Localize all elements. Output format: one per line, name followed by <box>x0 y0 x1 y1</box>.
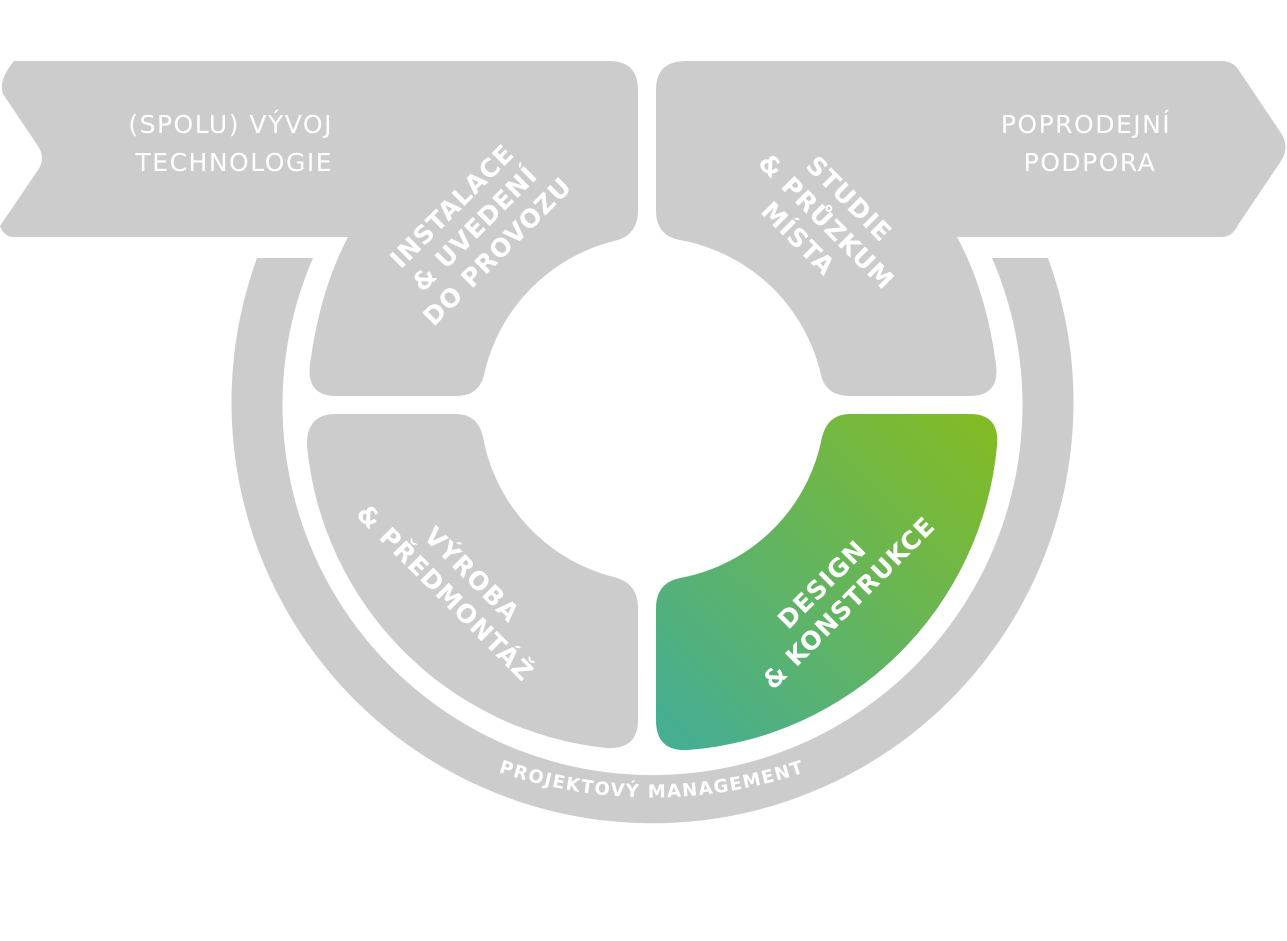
segment-bottom-left <box>306 414 638 749</box>
left-arrow-line-1: (SPOLU) VÝVOJ <box>128 110 333 139</box>
left-arrow-band <box>0 61 638 396</box>
right-arrow-line-2: PODPORA <box>1024 148 1157 177</box>
segment-bottom-right-highlight <box>656 414 998 751</box>
right-arrow-band <box>656 61 1286 396</box>
left-arrow-line-2: TECHNOLOGIE <box>135 148 333 177</box>
right-arrow-line-1: POPRODEJNÍ <box>1001 110 1171 139</box>
